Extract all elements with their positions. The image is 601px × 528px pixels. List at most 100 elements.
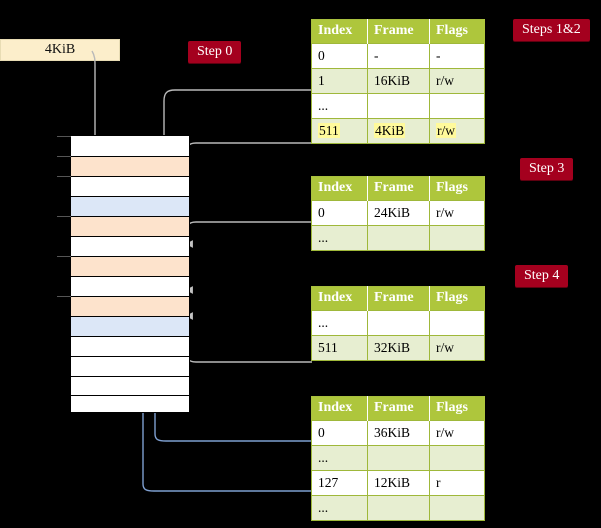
table-row: ... (311, 310, 485, 336)
badge-step-4-label: Step 4 (524, 268, 560, 283)
column-header-flags: Flags (429, 19, 485, 44)
memory-row (71, 136, 189, 157)
cell-frame (367, 93, 430, 119)
memory-row (71, 277, 189, 297)
cell-frame (367, 225, 430, 251)
cell-flags: r/w (429, 420, 485, 446)
cell-index: ... (311, 225, 368, 251)
table-row: 0 24KiB r/w (311, 200, 485, 226)
memory-tick (57, 156, 71, 157)
table-row: 511 32KiB r/w (311, 335, 485, 361)
cell-flags: r/w (429, 118, 485, 144)
cell-flags (429, 310, 485, 336)
table-row: 0 36KiB r/w (311, 420, 485, 446)
cell-frame: - (367, 43, 430, 69)
page-table-level-1: Index Frame Flags 0 24KiB r/w ... (311, 176, 485, 251)
cell-frame (367, 445, 430, 471)
badge-step-3: Step 3 (520, 158, 574, 180)
cell-index: 0 (311, 43, 368, 69)
cell-flags (429, 225, 485, 251)
table-row: ... (311, 225, 485, 251)
table-header-row: Index Frame Flags (311, 19, 485, 44)
cell-frame: 12KiB (367, 470, 430, 496)
memory-row (71, 297, 189, 317)
column-header-flags: Flags (429, 286, 485, 311)
badge-step-4: Step 4 (515, 265, 569, 287)
column-header-frame: Frame (367, 396, 430, 421)
table-row-highlighted: 511 4KiB r/w (311, 118, 485, 144)
cell-flags-highlight: r/w (436, 122, 456, 138)
cell-flags: r/w (429, 68, 485, 94)
cell-flags: - (429, 43, 485, 69)
page-table-level-2: Index Frame Flags ... 511 32KiB r/w (311, 286, 485, 361)
badge-steps-1-2-label: Steps 1&2 (522, 22, 581, 37)
memory-row (71, 237, 189, 257)
cell-flags (429, 445, 485, 471)
cell-index: 511 (311, 118, 368, 144)
memory-row (71, 257, 189, 277)
cell-index: ... (311, 93, 368, 119)
cell-frame: 32KiB (367, 335, 430, 361)
cell-index: ... (311, 495, 368, 521)
page-table-level-0: Index Frame Flags 0 - - 1 16KiB r/w ... (311, 19, 485, 144)
memory-row (71, 396, 189, 412)
column-header-frame: Frame (367, 19, 430, 44)
cell-frame: 4KiB (367, 118, 430, 144)
memory-tick (57, 296, 71, 297)
physical-memory-column (70, 135, 190, 413)
table-row: ... (311, 93, 485, 119)
table-header-row: Index Frame Flags (311, 286, 485, 311)
column-header-frame: Frame (367, 286, 430, 311)
cell-flags (429, 93, 485, 119)
column-header-frame: Frame (367, 176, 430, 201)
memory-row (71, 217, 189, 237)
cell-index: 511 (311, 335, 368, 361)
column-header-index: Index (311, 176, 368, 201)
table-header-row: Index Frame Flags (311, 176, 485, 201)
cell-index: ... (311, 445, 368, 471)
memory-row (71, 377, 189, 396)
memory-tick (57, 176, 71, 177)
memory-row (71, 177, 189, 197)
badge-step-0-label: Step 0 (197, 44, 233, 59)
cell-index-highlight: 511 (318, 122, 340, 138)
badge-step-3-label: Step 3 (529, 161, 565, 176)
table-row: 0 - - (311, 43, 485, 69)
cell-index: 127 (311, 470, 368, 496)
table-row: ... (311, 495, 485, 521)
column-header-index: Index (311, 396, 368, 421)
memory-row (71, 197, 189, 217)
memory-row (71, 357, 189, 377)
table-row: 1 16KiB r/w (311, 68, 485, 94)
column-header-flags: Flags (429, 396, 485, 421)
table-row: ... (311, 445, 485, 471)
cell-frame-highlight: 4KiB (374, 122, 406, 138)
cell-frame: 24KiB (367, 200, 430, 226)
column-header-index: Index (311, 19, 368, 44)
cell-index: 1 (311, 68, 368, 94)
badge-step-0: Step 0 (188, 41, 242, 63)
cell-frame: 36KiB (367, 420, 430, 446)
cell-flags (429, 495, 485, 521)
table-header-row: Index Frame Flags (311, 396, 485, 421)
source-page-label: 4KiB (44, 42, 76, 57)
memory-row (71, 337, 189, 357)
badge-steps-1-2: Steps 1&2 (513, 19, 590, 41)
cell-index: 0 (311, 200, 368, 226)
cell-frame (367, 310, 430, 336)
cell-index: 0 (311, 420, 368, 446)
cell-index: ... (311, 310, 368, 336)
cell-flags: r/w (429, 335, 485, 361)
cell-frame: 16KiB (367, 68, 430, 94)
memory-tick (57, 256, 71, 257)
memory-tick (57, 216, 71, 217)
memory-tick (57, 136, 71, 137)
cell-flags: r (429, 470, 485, 496)
column-header-index: Index (311, 286, 368, 311)
table-row: 127 12KiB r (311, 470, 485, 496)
cell-frame (367, 495, 430, 521)
source-page-box: 4KiB (0, 39, 120, 61)
memory-row (71, 157, 189, 177)
column-header-flags: Flags (429, 176, 485, 201)
